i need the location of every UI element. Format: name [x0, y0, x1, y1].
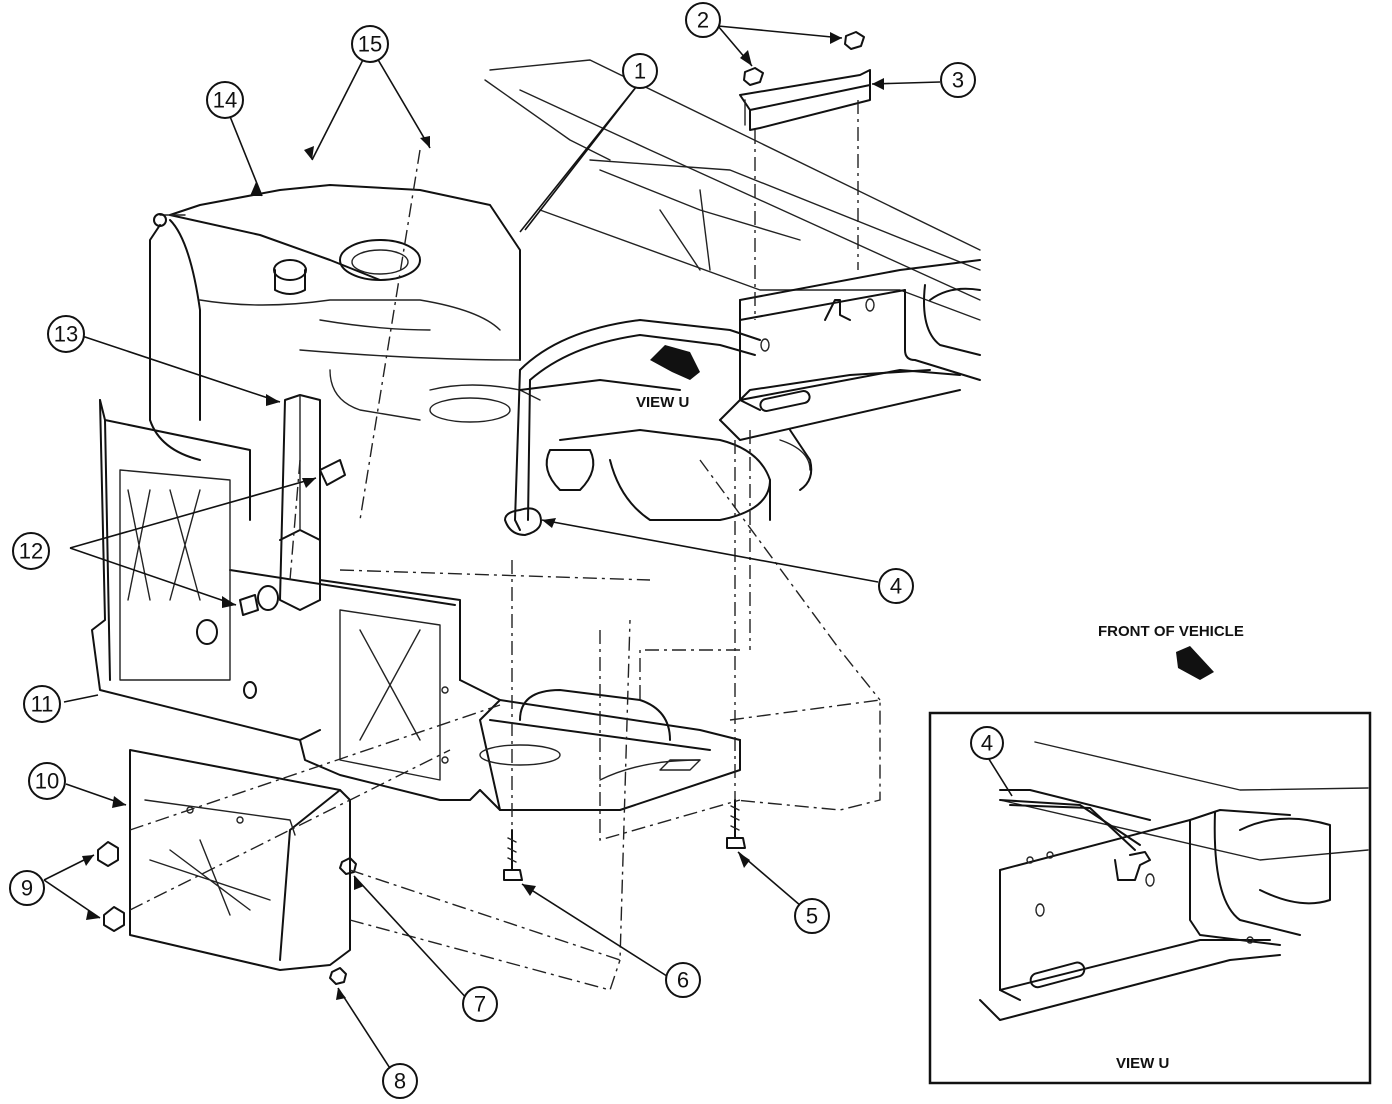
heat-shield — [129, 749, 351, 971]
bolt-12b — [239, 594, 259, 616]
view-u-label: VIEW U — [636, 394, 689, 411]
bolt-12a — [319, 459, 346, 486]
svg-text:1: 1 — [634, 59, 646, 84]
svg-text:15: 15 — [358, 32, 382, 57]
callout-7: 7 — [462, 986, 498, 1022]
svg-text:5: 5 — [806, 904, 818, 929]
callout-14: 14 — [206, 81, 244, 119]
svg-text:11: 11 — [31, 692, 54, 717]
svg-text:4: 4 — [890, 574, 902, 599]
bolt-6 — [503, 829, 523, 881]
front-arrow-icon — [1176, 646, 1214, 680]
svg-text:7: 7 — [474, 992, 486, 1017]
callout-15: 15 — [351, 25, 389, 63]
inset-title: VIEW U — [1116, 1055, 1169, 1072]
svg-text:6: 6 — [677, 968, 689, 993]
callout-13: 13 — [47, 315, 85, 353]
leader-arrowheads — [82, 32, 884, 1000]
nut-9a — [97, 841, 119, 867]
front-of-vehicle-label: FRONT OF VEHICLE — [1098, 623, 1244, 640]
svg-text:10: 10 — [35, 769, 59, 794]
fuel-tank — [149, 184, 813, 521]
callout-9: 9 — [9, 870, 45, 906]
svg-text:14: 14 — [213, 88, 237, 113]
svg-text:13: 13 — [54, 322, 78, 347]
callout-6: 6 — [665, 962, 701, 998]
callout-11: 11 — [23, 685, 61, 723]
bracket-3 — [739, 69, 871, 131]
callout-8: 8 — [382, 1063, 418, 1099]
nut-8 — [329, 967, 347, 985]
skid-plate — [91, 399, 741, 811]
vehicle-body-outline — [484, 59, 981, 321]
svg-text:3: 3 — [952, 68, 964, 93]
callout-5: 5 — [794, 898, 830, 934]
frame-crossmember — [719, 259, 981, 441]
nut-2a — [743, 67, 764, 86]
callout-1: 1 — [622, 53, 658, 89]
front-of-vehicle-indicator: FRONT OF VEHICLE — [1098, 623, 1244, 680]
callout-2: 2 — [685, 2, 721, 38]
svg-text:4: 4 — [981, 731, 993, 756]
view-u-indicator: VIEW U — [636, 345, 700, 411]
svg-text:2: 2 — [697, 8, 709, 33]
callout-12: 12 — [12, 532, 50, 570]
callout-4: 4 — [878, 568, 914, 604]
svg-text:12: 12 — [19, 539, 43, 564]
svg-text:9: 9 — [21, 876, 33, 901]
bracket-13 — [257, 394, 321, 611]
inset-view-u: VIEW U — [928, 711, 1372, 1085]
nut-2b — [844, 31, 865, 50]
view-u-arrow-icon — [650, 345, 700, 380]
inset-callout-4: 4 — [970, 726, 1004, 760]
fuel-tank-strap — [504, 319, 761, 536]
callout-10: 10 — [28, 762, 66, 800]
svg-text:8: 8 — [394, 1069, 406, 1094]
callout-3: 3 — [940, 62, 976, 98]
bolt-5 — [726, 799, 746, 849]
nut-9b — [103, 906, 125, 932]
